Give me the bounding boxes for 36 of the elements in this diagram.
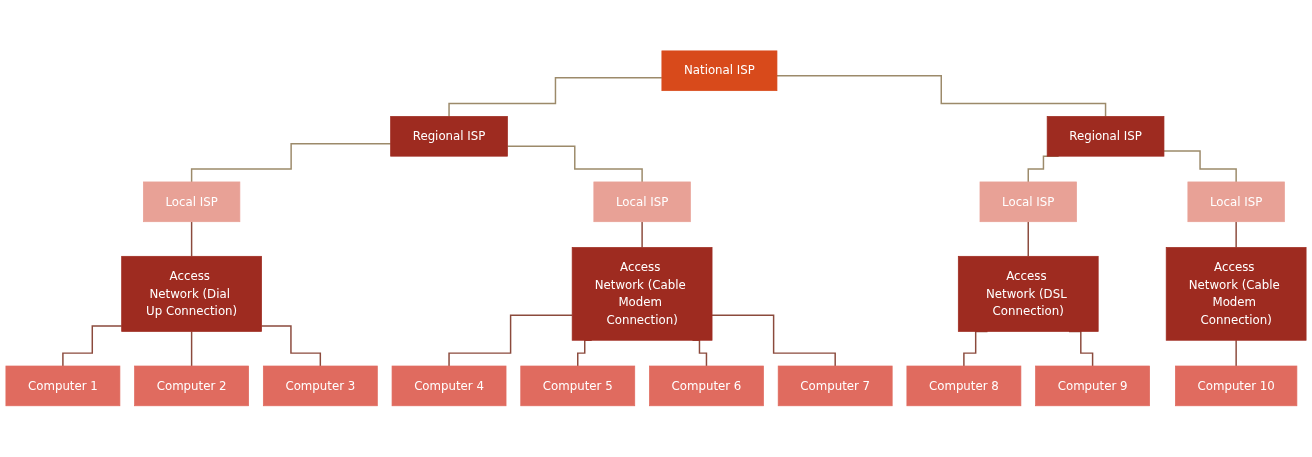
node-box: Local ISP [143,181,241,223]
node-box: Regional ISP [390,116,508,157]
connector [506,145,643,183]
connector [1027,221,1029,258]
node-box: Computer 3 [262,365,378,407]
node-box: Access Network (Dial Up Connection) [121,256,262,332]
connector [260,325,322,367]
node-box: Access Network (Cable Modem Connection) [1165,247,1307,341]
node-box: Local ISP [593,181,691,223]
node-box: Computer 8 [906,365,1022,407]
connector [776,75,1107,118]
connector [711,314,836,367]
node-box: Computer 7 [777,365,893,407]
node-box: Computer 1 [5,365,121,407]
node-box: National ISP [661,50,778,92]
node-box: Local ISP [979,181,1077,223]
connector [1235,221,1237,249]
node-box: Access Network (Cable Modem Connection) [571,247,713,341]
node-box: Computer 2 [134,365,249,407]
connector [1235,339,1237,367]
node-box: Computer 4 [391,365,507,407]
connector [448,77,663,118]
node-box: Computer 5 [520,365,636,407]
connector [62,325,123,367]
node-box: Local ISP [1187,181,1285,223]
connector [448,314,573,367]
connector [641,221,643,249]
connector [190,330,193,367]
node-box: Computer 10 [1175,365,1298,407]
node-box: Regional ISP [1046,116,1165,157]
node-box: Computer 6 [649,365,764,407]
node-box: Access Network (DSL Connection) [957,256,1099,332]
connector [190,221,193,258]
node-box: Computer 9 [1035,365,1150,407]
connector [1163,150,1237,183]
connector [190,143,392,183]
